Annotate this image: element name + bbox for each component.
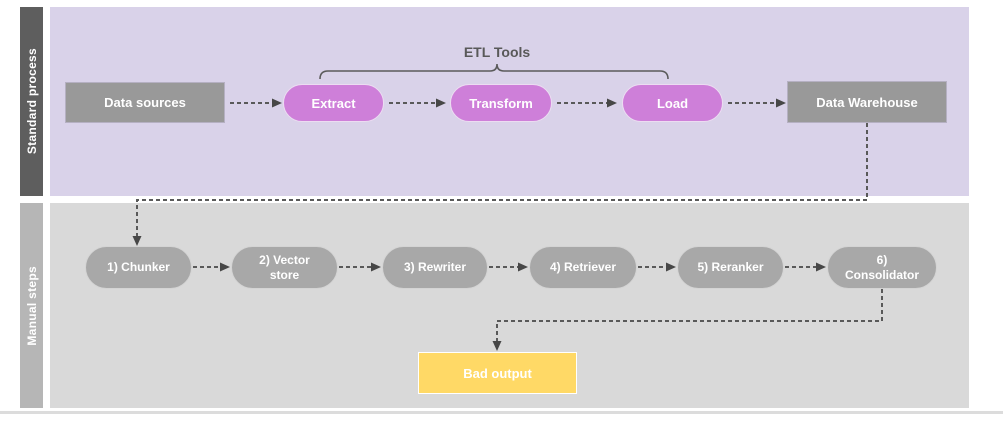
lane-label-manual-steps-text: Manual steps [24, 265, 39, 346]
node-transform: Transform [450, 84, 552, 122]
node-retriever: 4) Retriever [529, 246, 637, 289]
etl-tools-annotation: ETL Tools [463, 44, 531, 60]
node-consolidator: 6) Consolidator [827, 246, 937, 289]
node-reranker: 5) Reranker [677, 246, 784, 289]
lane-label-standard-process: Standard process [20, 7, 43, 196]
node-bad-output: Bad output [418, 352, 577, 394]
node-data-sources: Data sources [65, 82, 225, 123]
lane-label-manual-steps: Manual steps [20, 203, 43, 408]
bottom-divider [0, 411, 1003, 414]
node-rewriter: 3) Rewriter [382, 246, 488, 289]
node-data-warehouse: Data Warehouse [787, 81, 947, 123]
node-vector-store: 2) Vector store [231, 246, 338, 289]
node-chunker: 1) Chunker [85, 246, 192, 289]
node-extract: Extract [283, 84, 384, 122]
lane-label-standard-process-text: Standard process [24, 48, 39, 155]
node-load: Load [622, 84, 723, 122]
